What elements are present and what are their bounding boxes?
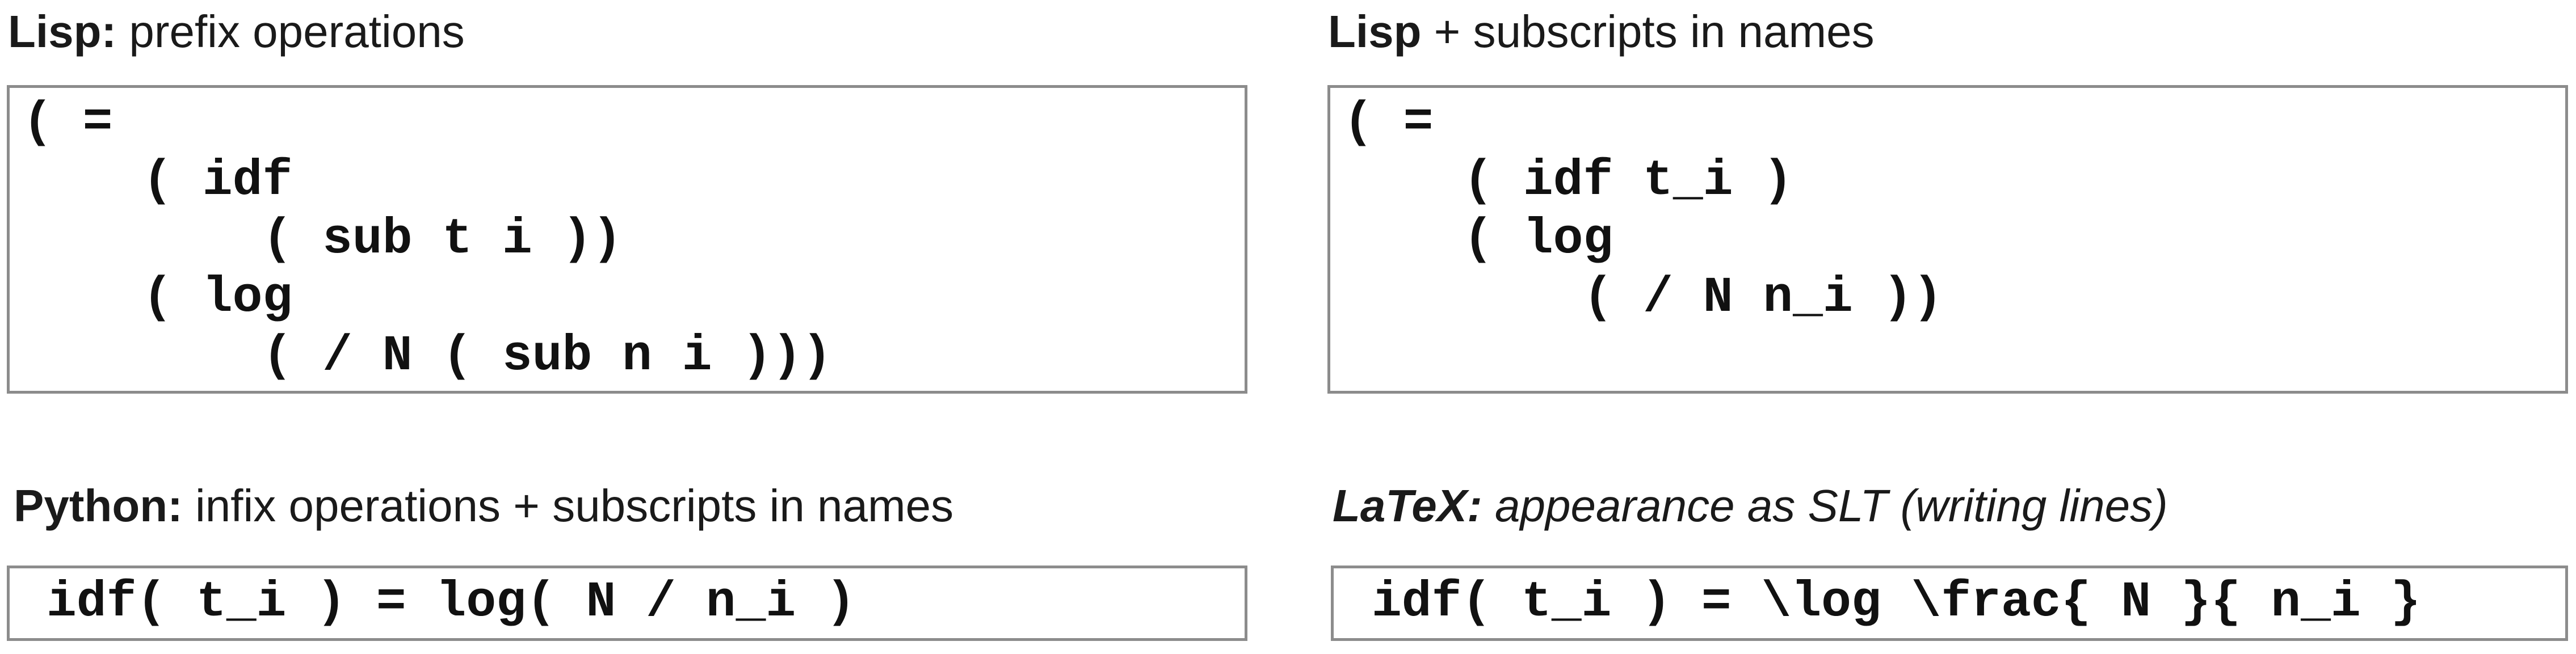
code-line: ( idf t_i ) <box>1343 153 1793 209</box>
code-line: idf( t_i ) = \log \frac{ N }{ n_i } <box>1372 575 2421 631</box>
heading-bold: Lisp <box>1328 6 1422 57</box>
python-code-box <box>7 566 1247 641</box>
heading-rest: + subscripts in names <box>1421 6 1875 57</box>
heading-rest: infix operations + subscripts in names <box>182 480 954 531</box>
code-line: ( log <box>1343 212 1613 268</box>
code-line: idf( t_i ) = log( N / n_i ) <box>47 575 856 631</box>
heading-rest: prefix operations <box>116 6 465 57</box>
code-line: ( = <box>23 95 113 151</box>
latex-heading: LaTeX: appearance as SLT (writing lines) <box>1333 483 2168 529</box>
lisp-prefix-code-box <box>7 85 1247 394</box>
lisp-subscripts-heading: Lisp + subscripts in names <box>1328 9 1875 54</box>
python-heading: Python: infix operations + subscripts in… <box>14 483 953 529</box>
latex-code-box <box>1331 566 2568 641</box>
lisp-subscripts-code-box <box>1327 85 2568 394</box>
heading-rest: appearance as SLT (writing lines) <box>1482 480 2168 531</box>
heading-bold: Python: <box>14 480 183 531</box>
heading-bold: LaTeX: <box>1333 480 1482 531</box>
heading-bold: Lisp: <box>8 6 117 57</box>
code-line: ( idf <box>23 153 293 209</box>
lisp-prefix-heading: Lisp: prefix operations <box>8 9 465 54</box>
code-line: ( / N ( sub n i ))) <box>23 328 832 385</box>
code-line: ( log <box>23 270 293 326</box>
code-line: ( sub t i )) <box>23 212 623 268</box>
code-line: ( = <box>1343 95 1434 151</box>
code-line: ( / N n_i )) <box>1343 270 1943 326</box>
